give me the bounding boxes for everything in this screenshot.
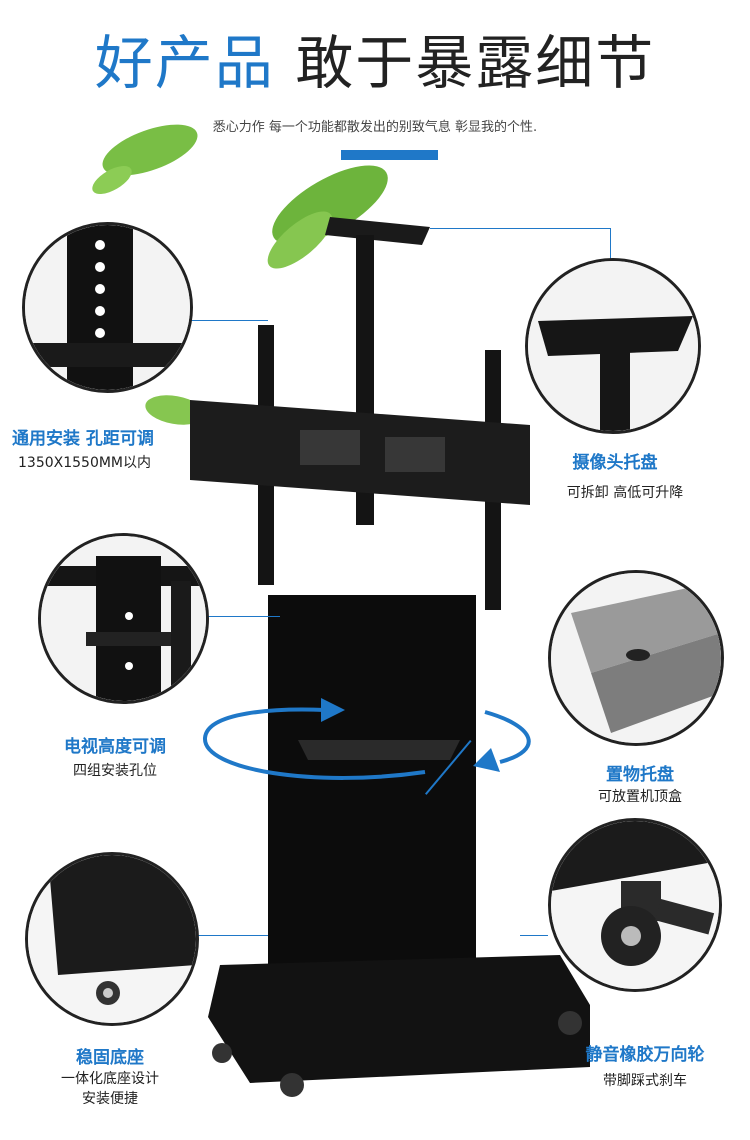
- feature-title-mount-holes: 通用安装 孔距可调: [12, 429, 154, 449]
- page-title: 好产品 敢于暴露细节: [0, 28, 750, 98]
- accent-bar: [341, 150, 438, 160]
- leaf-decoration: [92, 124, 388, 425]
- connector-line: [430, 228, 610, 229]
- feature-desc-camera-tray: 可拆卸 高低可升降: [566, 485, 684, 501]
- connector-line: [520, 935, 548, 936]
- title-blue: 好产品: [94, 29, 275, 97]
- detail-circle-mount-holes: [22, 222, 193, 393]
- feature-desc-base-1: 一体化底座设计: [61, 1071, 159, 1087]
- detail-circle-base: [25, 852, 199, 1026]
- detail-circle-tv-height: [38, 533, 209, 704]
- connector-line: [205, 616, 280, 617]
- feature-desc-tv-height: 四组安装孔位: [73, 763, 157, 779]
- feature-desc-mount-holes: 1350X1550MM以内: [18, 455, 152, 471]
- feature-title-base: 稳固底座: [76, 1048, 144, 1068]
- connector-line: [193, 935, 268, 936]
- title-dark: 敢于暴露细节: [295, 29, 656, 97]
- subtitle: 悉心力作 每一个功能都散发出的别致气息 彰显我的个性.: [212, 120, 538, 135]
- connector-line: [188, 320, 268, 321]
- feature-title-casters: 静音橡胶万向轮: [585, 1045, 705, 1065]
- tv-stand-product-image: [190, 217, 590, 1097]
- feature-desc-base-2: 安装便捷: [82, 1091, 138, 1107]
- feature-title-tv-height: 电视高度可调: [64, 737, 166, 757]
- detail-circle-camera-tray: [525, 258, 701, 434]
- feature-desc-shelf: 可放置机顶盒: [598, 789, 682, 805]
- feature-desc-casters: 带脚踩式刹车: [603, 1073, 687, 1089]
- feature-title-camera-tray: 摄像头托盘: [572, 453, 658, 473]
- feature-title-shelf: 置物托盘: [606, 765, 674, 785]
- detail-circle-casters: [548, 818, 722, 992]
- rotation-arrow-icon: [202, 698, 531, 780]
- connector-line: [610, 228, 611, 260]
- detail-circle-shelf: [548, 570, 724, 746]
